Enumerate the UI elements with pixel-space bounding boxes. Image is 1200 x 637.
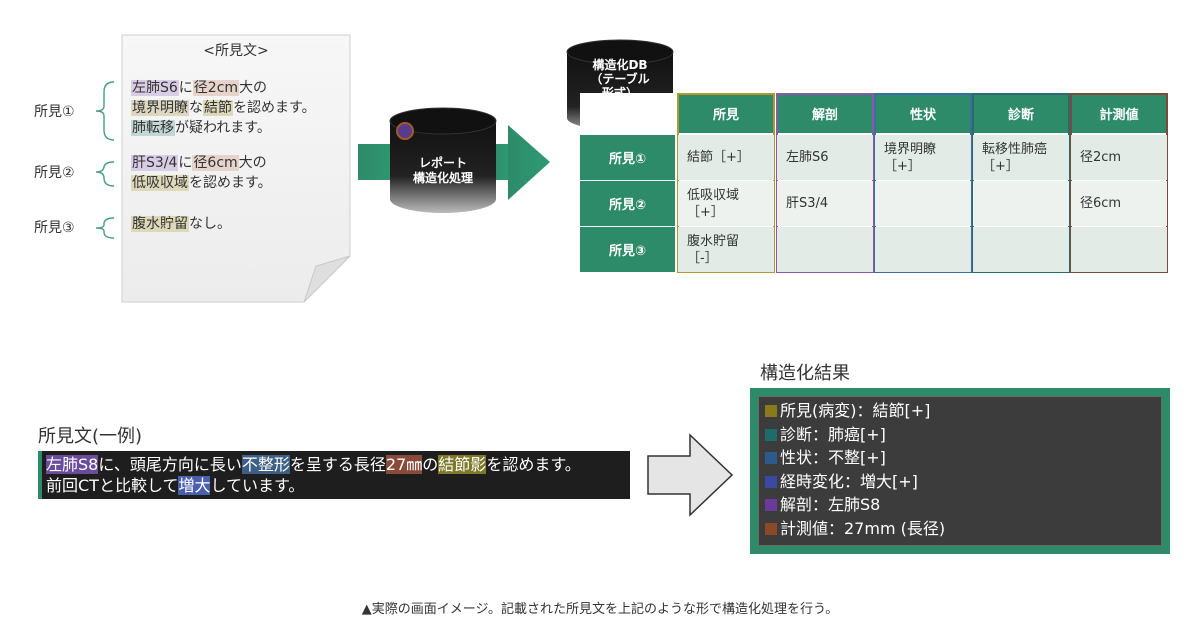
highlighted-term: 肝S3/4 (131, 155, 179, 171)
result-list: 所見(病変)：結節[+] 診断：肺癌[+] 性状：不整[+] 経時変化：増大[+] 解剖… (758, 396, 1162, 546)
highlighted-term: 結節影 (438, 455, 487, 474)
result-item-label: 計測値：27mm (長径) (780, 518, 946, 538)
highlighted-term: 27㎜ (385, 455, 423, 474)
result-item-label: 所見(病変)：結節[+] (780, 401, 931, 420)
category-swatch (765, 499, 777, 511)
document-line: 腹水貯留なし。 (131, 214, 231, 234)
text-segment: 大の (238, 155, 267, 171)
finding-label-3: 所見③ (34, 220, 75, 236)
category-swatch (765, 475, 777, 488)
result-item: 診断：肺癌[+] (765, 425, 886, 445)
text-segment: の (422, 455, 439, 474)
process-cylinder-icon (389, 107, 497, 213)
highlighted-term: 左肺S8 (46, 455, 99, 474)
document-line: 左肺S6に径2cm大の (131, 78, 267, 98)
result-item: 所見(病変)：結節[+] (765, 401, 930, 421)
table-cell: 左肺S6 (786, 150, 829, 165)
table-cell: 径2cm (1080, 150, 1122, 165)
text-segment: しています。 (210, 476, 305, 495)
table-header: 解剖 (776, 93, 874, 133)
text-segment: な (189, 100, 203, 116)
text-segment: に (178, 80, 193, 96)
result-item: 経時変化：増大[+] (765, 472, 918, 492)
document-line: 肝S3/4に径6cm大の (131, 153, 267, 173)
table-header: 性状 (874, 93, 972, 133)
highlighted-term: 低吸収域 (131, 175, 189, 191)
table-cell: 転移性肺癌 ［+］ (982, 142, 1048, 174)
result-item-label: 性状：不整[+] (780, 448, 886, 467)
text-segment: を認めます。 (189, 175, 272, 191)
highlighted-term: 肺転移 (131, 120, 175, 136)
category-swatch (765, 452, 777, 464)
table-cell: 結節［+］ (687, 150, 750, 165)
category-swatch (765, 405, 777, 417)
table-cell: 径6cm (1080, 196, 1122, 211)
table-header: 計測値 (1070, 93, 1168, 133)
highlighted-term: 左肺S6 (131, 80, 179, 96)
example-line-1: 左肺S8に、頭尾方向に長い不整形を呈する長径27㎜の結節影を認めます。 (46, 454, 581, 476)
table-cell: 境界明瞭 ［+］ (884, 142, 937, 174)
table-row-label: 所見② (580, 181, 675, 226)
caption: ▲実際の画面イメージ。記載された所見文を上記のような形で構造化処理を行う。 (361, 602, 839, 617)
table-cell: 腹水貯留 ［-］ (687, 234, 740, 266)
highlighted-term: 径2cm (192, 80, 240, 96)
text-segment: を認めます。 (486, 455, 581, 474)
table-cell: 低吸収域 ［+］ (687, 188, 740, 220)
table-cell: 肝S3/4 (786, 196, 829, 211)
result-arrow-icon (647, 433, 734, 517)
result-item-label: 診断：肺癌[+] (780, 424, 886, 444)
table-header: 所見 (677, 93, 775, 133)
result-item-label: 解剖：左肺S8 (780, 495, 881, 514)
text-segment: を呈する長径 (289, 455, 386, 474)
highlighted-term: 増大 (178, 476, 211, 495)
table-row-label: 所見③ (580, 227, 675, 272)
table-header: 診断 (972, 93, 1070, 133)
table-row-label: 所見① (580, 135, 675, 180)
example-title: 所見文(一例) (38, 426, 143, 447)
finding-label-1: 所見① (34, 104, 75, 120)
text-segment: に (178, 155, 193, 171)
highlighted-term: 境界明瞭 (131, 100, 189, 116)
text-segment: に、頭尾方向に長い (98, 455, 242, 474)
result-box: 所見(病変)：結節[+] 診断：肺癌[+] 性状：不整[+] 経時変化：増大[+] 解剖… (750, 388, 1170, 554)
process-label: レポート 構造化処理 (412, 156, 473, 185)
example-text-box: 左肺S8に、頭尾方向に長い不整形を呈する長径27㎜の結節影を認めます。 前回CT… (38, 451, 630, 499)
structured-table: 所見解剖性状診断計測値所見① 結節［+］ 左肺S6 境界明瞭 ［+］ 転移性肺癌 ［+］… (580, 93, 1170, 273)
document-line: 低吸収域を認めます。 (131, 173, 272, 193)
example-line-2: 前回CTと比較して増大しています。 (46, 475, 304, 497)
text-segment: 前回CTと比較して (46, 476, 179, 495)
highlighted-term: 径6cm (192, 155, 239, 171)
category-swatch (765, 522, 777, 535)
document-title: <所見文> (203, 43, 269, 59)
highlighted-term: 結節 (203, 100, 233, 116)
highlighted-term: 腹水貯留 (131, 216, 189, 232)
text-segment: を認めます。 (233, 100, 316, 116)
brace-icons (95, 81, 115, 239)
document-line: 肺転移が疑われます。 (131, 118, 271, 138)
finding-label-2: 所見② (34, 165, 75, 181)
result-item: 計測値：27mm (長径) (765, 519, 945, 539)
text-segment: が疑われます。 (175, 120, 271, 136)
result-item-label: 経時変化：増大[+] (780, 471, 918, 491)
result-title: 構造化結果 (760, 363, 850, 384)
result-item: 解剖：左肺S8 (765, 495, 880, 515)
result-item: 性状：不整[+] (765, 448, 886, 468)
text-segment: 大の (239, 80, 268, 96)
document-line: 境界明瞭な結節を認めます。 (131, 98, 316, 118)
report-document: <所見文> 左肺S6に径2cm大の境界明瞭な結節を認めます。肺転移が疑われます。… (121, 34, 351, 303)
text-segment: なし。 (189, 216, 231, 232)
highlighted-term: 不整形 (241, 455, 290, 474)
category-swatch (765, 428, 777, 441)
